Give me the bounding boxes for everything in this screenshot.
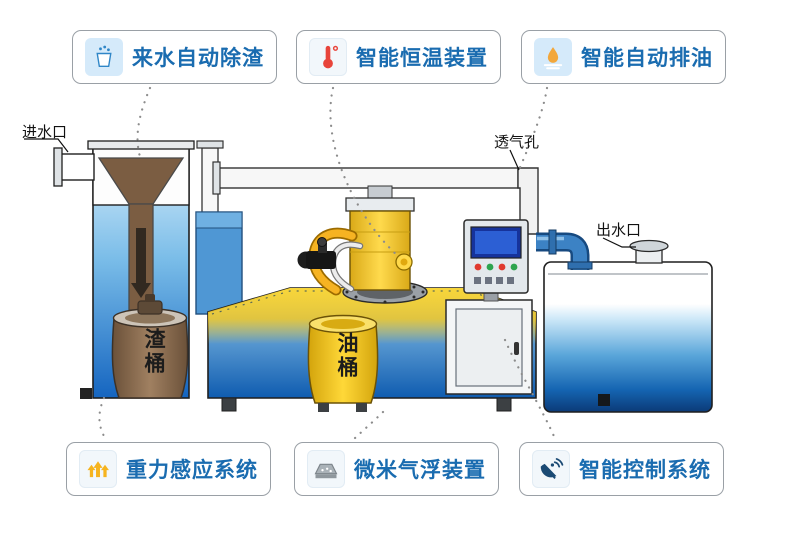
gravity-arrows-icon	[79, 450, 117, 488]
outlet-pipe	[536, 229, 593, 270]
feature-text: 智能自动排油	[581, 47, 713, 70]
feature-text: 微米气浮装置	[354, 459, 486, 482]
feature-text: 重力感应系统	[126, 459, 258, 482]
slag-bucket	[111, 294, 189, 399]
thermometer-icon	[309, 38, 347, 76]
transfer-duct	[195, 211, 243, 315]
oil-drain-icon	[534, 38, 572, 76]
label-leader-lines	[24, 138, 636, 248]
top-pipe	[196, 140, 539, 235]
outlet-tank	[543, 239, 713, 413]
feature-pill-flotation: 微米气浮装置	[294, 442, 499, 496]
feature-pill-gravity: 重力感应系统	[66, 442, 271, 496]
feature-pill-thermostat: 智能恒温装置	[296, 30, 501, 84]
feature-pill-deslag: 来水自动除渣	[72, 30, 277, 84]
outlet-port-label: 出水口	[596, 222, 642, 239]
dotted-connectors	[98, 86, 558, 443]
slag-bucket-label: 渣桶	[142, 328, 165, 376]
control-panel	[445, 219, 533, 395]
feature-text: 来水自动除渣	[132, 47, 264, 70]
flotation-device-icon	[307, 450, 345, 488]
oil-bucket-label: 油桶	[335, 332, 358, 380]
feature-pill-control: 智能控制系统	[519, 442, 724, 496]
water-cup-icon	[85, 38, 123, 76]
feature-text: 智能恒温装置	[356, 47, 488, 70]
satellite-dish-icon	[532, 450, 570, 488]
feature-pill-oil-drain: 智能自动排油	[521, 30, 726, 84]
inlet-port-label: 进水口	[22, 124, 68, 141]
oil-hoses-and-pump	[297, 227, 364, 296]
heater-unit	[345, 185, 415, 291]
oil-bucket	[307, 314, 379, 412]
feature-text: 智能控制系统	[579, 459, 711, 482]
vent-hole-label: 透气孔	[494, 134, 540, 151]
